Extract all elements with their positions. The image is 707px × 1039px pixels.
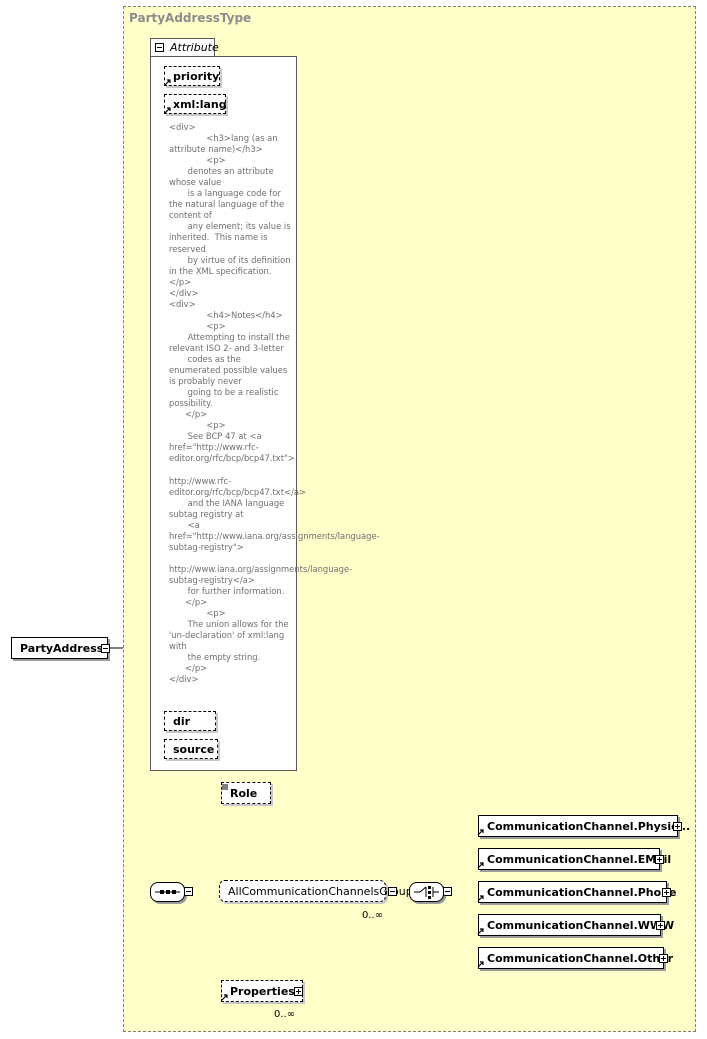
element-role[interactable]: Role bbox=[221, 782, 271, 804]
element-communication-channel-physical[interactable]: CommunicationChannel.Physic... bbox=[478, 815, 690, 837]
attribute-label: xml:lang bbox=[173, 97, 227, 111]
attribute-label: source bbox=[173, 742, 215, 756]
attribute-dir[interactable]: dir bbox=[164, 711, 216, 731]
reference-arrow-icon bbox=[164, 79, 171, 86]
element-label: CommunicationChannel.Physic... bbox=[487, 819, 691, 833]
element-properties[interactable]: Properties bbox=[221, 980, 303, 1002]
collapse-toggle-icon[interactable] bbox=[155, 43, 164, 52]
collapse-toggle-icon[interactable] bbox=[184, 887, 193, 896]
expand-toggle-icon[interactable] bbox=[673, 822, 682, 831]
element-label: CommunicationChannel.Phone bbox=[487, 885, 677, 899]
attribute-group-tab[interactable] bbox=[150, 38, 215, 57]
reference-arrow-icon bbox=[221, 994, 228, 1001]
element-label: PartyAddress bbox=[20, 641, 104, 655]
reference-arrow-icon bbox=[164, 107, 171, 114]
element-label: Role bbox=[230, 786, 258, 800]
element-label: CommunicationChannel.WWW bbox=[487, 918, 675, 932]
attribute-label: dir bbox=[173, 714, 191, 728]
collapse-toggle-icon[interactable] bbox=[388, 887, 397, 896]
collapse-toggle-icon[interactable] bbox=[101, 644, 110, 653]
element-communication-channel-email[interactable]: CommunicationChannel.EMail bbox=[478, 848, 671, 870]
sequence-icon bbox=[155, 890, 180, 894]
element-communication-channel-phone[interactable]: CommunicationChannel.Phone bbox=[478, 881, 677, 903]
reference-arrow-icon bbox=[477, 961, 484, 968]
attribute-group-box bbox=[150, 56, 297, 771]
group-label: AllCommunicationChannelsGroup bbox=[228, 884, 413, 898]
occurrence-label: 0..∞ bbox=[362, 910, 384, 921]
occurrence-label: 0..∞ bbox=[274, 1009, 296, 1020]
choice-icon bbox=[414, 886, 439, 899]
text-content-icon bbox=[222, 784, 228, 790]
expand-toggle-icon[interactable] bbox=[659, 954, 668, 963]
expand-toggle-icon[interactable] bbox=[294, 987, 303, 996]
choice-compositor[interactable] bbox=[409, 882, 444, 902]
expand-toggle-icon[interactable] bbox=[655, 855, 664, 864]
reference-arrow-icon bbox=[477, 895, 484, 902]
attribute-group-label: Attribute bbox=[170, 41, 219, 54]
element-label: Properties bbox=[230, 984, 295, 998]
documentation-text: <div> <h3>lang (as an attribute name)</h… bbox=[169, 122, 380, 685]
complex-type-title: PartyAddressType bbox=[129, 11, 252, 25]
attribute-priority[interactable]: priority bbox=[164, 66, 220, 86]
element-communication-channel-www[interactable]: CommunicationChannel.WWW bbox=[478, 914, 674, 936]
element-label: CommunicationChannel.EMail bbox=[487, 852, 672, 866]
group-all-communication-channels[interactable]: AllCommunicationChannelsGroup bbox=[219, 880, 413, 902]
element-label: CommunicationChannel.Other bbox=[487, 951, 674, 965]
sequence-compositor[interactable] bbox=[150, 882, 185, 902]
attribute-source[interactable]: source bbox=[164, 739, 218, 759]
collapse-toggle-icon[interactable] bbox=[443, 887, 452, 896]
root-element-party-address[interactable]: PartyAddress bbox=[11, 637, 108, 659]
expand-toggle-icon[interactable] bbox=[656, 921, 665, 930]
reference-arrow-icon bbox=[477, 928, 484, 935]
attribute-label: priority bbox=[173, 69, 220, 83]
attribute-xml-lang[interactable]: xml:lang bbox=[164, 94, 227, 114]
reference-arrow-icon bbox=[477, 829, 484, 836]
expand-toggle-icon[interactable] bbox=[662, 888, 671, 897]
reference-arrow-icon bbox=[477, 862, 484, 869]
element-communication-channel-other[interactable]: CommunicationChannel.Other bbox=[478, 947, 673, 969]
